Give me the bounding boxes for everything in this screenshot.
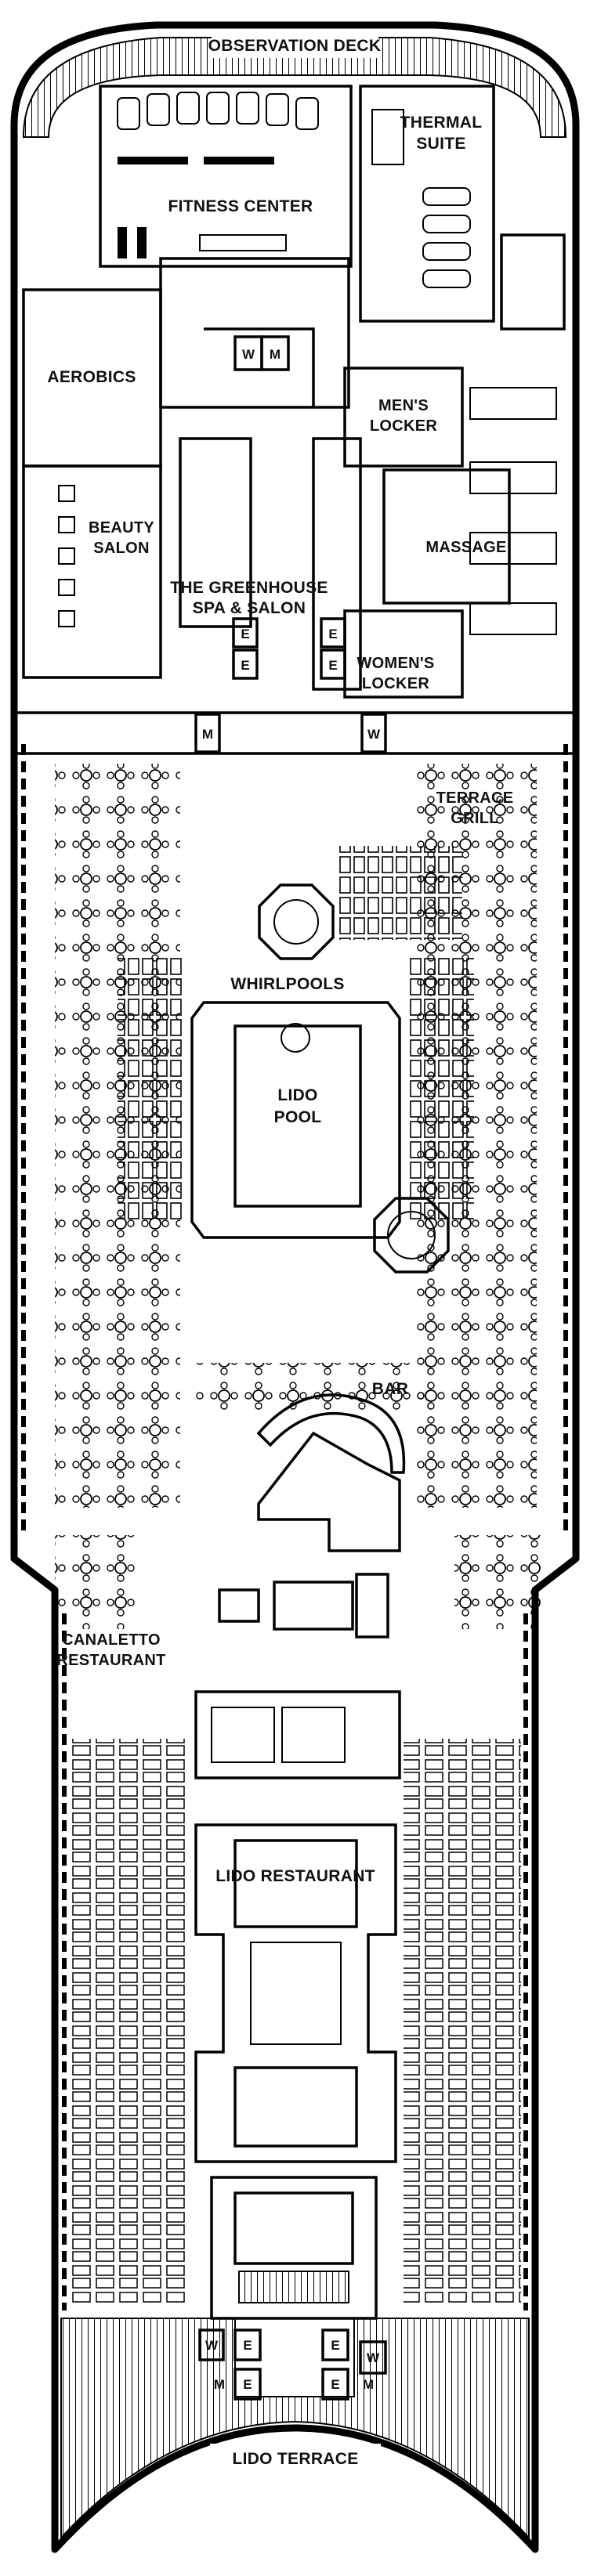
massage-room — [382, 468, 511, 605]
label-whirlpools: WHIRLPOOLS — [230, 975, 344, 993]
elevator-aft-1: E — [243, 2338, 252, 2353]
mens-locker-room — [343, 367, 464, 468]
label-fitness-center: FITNESS CENTER — [168, 197, 313, 215]
canaletto-seating-port — [55, 1535, 141, 1629]
wc-women-aft-stbd: W — [367, 2350, 380, 2365]
label-womens-locker: WOMEN'S — [357, 655, 434, 672]
label-terrace-grill-2: GRILL — [451, 810, 499, 827]
lido-pool — [233, 1024, 362, 1208]
label-canaletto-2: RESTAURANT — [56, 1652, 165, 1669]
elevator-fwd-3: E — [328, 627, 337, 641]
salon-chairs — [58, 485, 75, 627]
label-observation-deck: OBSERVATION DECK — [208, 37, 382, 55]
elevator-fwd-1: E — [241, 627, 249, 641]
whirlpool-aft — [373, 1197, 450, 1274]
wc-men-midship: M — [202, 727, 213, 742]
thermal-suite-room — [359, 85, 495, 323]
thermal-loungers — [371, 109, 471, 288]
label-terrace-grill: TERRACE — [436, 789, 514, 807]
label-lido-terrace: LIDO TERRACE — [232, 2450, 358, 2468]
hull-outline — [10, 21, 580, 2553]
lido-pool-surround — [190, 1001, 401, 1239]
canaletto-buffet — [194, 1690, 401, 1779]
beauty-salon-room — [22, 464, 162, 679]
deck-chairs-port — [118, 956, 184, 1222]
deck-chairs-fwd — [337, 846, 462, 940]
label-lido-pool: LIDO — [277, 1086, 317, 1104]
label-canaletto: CANALETTO — [62, 1631, 161, 1649]
wc-women-aft-port: W — [205, 2338, 219, 2353]
lido-galley — [210, 2176, 378, 2320]
label-greenhouse-2: SPA & SALON — [193, 599, 306, 617]
bar-structure — [257, 1431, 401, 1552]
elevator-aft-2: E — [243, 2377, 252, 2392]
whirlpool-forward — [258, 883, 335, 960]
lido-restaurant-buffet — [194, 1823, 397, 2163]
wc-men-aft-port: M — [214, 2377, 225, 2392]
elevator-fwd-4: E — [328, 658, 337, 673]
label-lido-pool-2: POOL — [274, 1108, 322, 1126]
wc-men-forward: M — [270, 347, 281, 362]
fitness-equipment — [117, 92, 319, 258]
canaletto-seating-starboard — [454, 1535, 541, 1629]
label-mens-locker: MEN'S — [378, 397, 429, 414]
label-womens-locker-2: LOCKER — [362, 675, 429, 692]
observation-deck-area — [22, 37, 567, 138]
lido-terrace-deck — [60, 2318, 530, 2540]
elevator-aft-3: E — [331, 2338, 339, 2353]
label-beauty-salon: BEAUTY — [89, 519, 154, 537]
bar-stools — [196, 1363, 431, 1410]
deck-chairs-starboard — [407, 956, 474, 1222]
label-mens-locker-2: LOCKER — [370, 417, 437, 435]
label-bar: BAR — [372, 1380, 408, 1398]
label-thermal-suite: THERMAL — [400, 114, 483, 132]
fitness-center-room — [99, 85, 353, 268]
restaurant-booths-starboard — [404, 1739, 521, 2303]
midship-transverse-band — [14, 711, 576, 755]
wc-men-aft-stbd: M — [363, 2377, 374, 2392]
label-greenhouse: THE GREENHOUSE — [170, 579, 328, 597]
restaurant-booths-port — [71, 1739, 188, 2303]
massage-beds — [469, 387, 557, 635]
label-lido-restaurant: LIDO RESTAURANT — [215, 1867, 375, 1885]
label-aerobics: AEROBICS — [47, 368, 136, 386]
label-beauty-salon-2: SALON — [93, 540, 150, 557]
greenhouse-spa-walls — [159, 257, 362, 691]
elevator-fwd-2: E — [241, 658, 249, 673]
elevator-aft-4: E — [331, 2377, 339, 2392]
label-thermal-suite-2: SUITE — [416, 135, 465, 153]
wc-women-midship: W — [367, 727, 381, 742]
label-massage: MASSAGE — [425, 539, 506, 556]
wc-women-forward: W — [242, 347, 255, 362]
